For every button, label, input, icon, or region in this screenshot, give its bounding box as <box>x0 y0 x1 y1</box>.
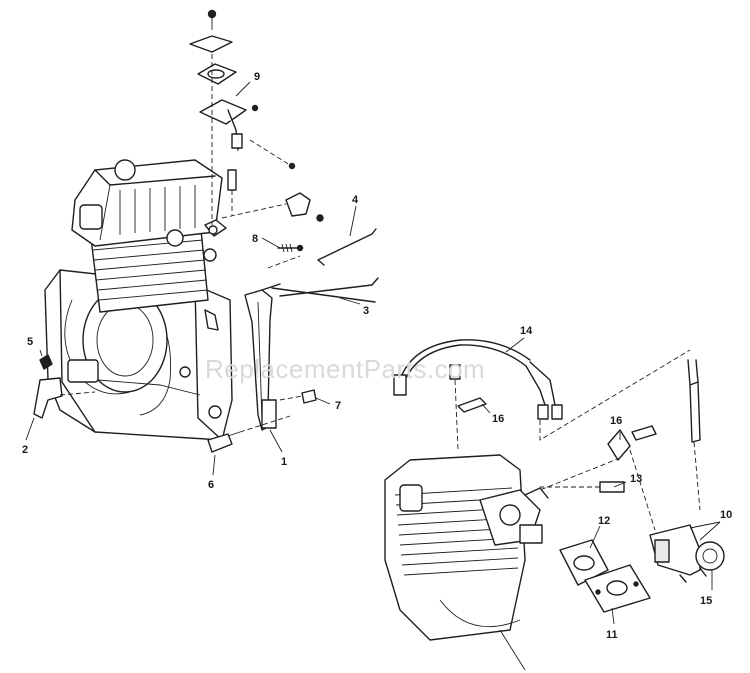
label-part-14: 14 <box>520 325 533 337</box>
small-parts-left <box>33 354 317 453</box>
label-part-6: 6 <box>208 479 214 491</box>
engine-block-right <box>384 454 549 671</box>
label-part-3: 3 <box>363 305 369 317</box>
label-part-15: 15 <box>700 595 712 607</box>
solenoid-assembly <box>649 524 725 583</box>
watermark-text: ReplacementParts.com <box>205 354 485 384</box>
label-part-11: 11 <box>606 629 618 641</box>
label-part-16-upper: 16 <box>492 413 504 425</box>
label-part-2: 2 <box>22 444 28 456</box>
governor-stack-part-9 <box>189 9 296 237</box>
label-part-12: 12 <box>598 515 610 527</box>
mounting-bracket <box>221 192 324 222</box>
label-part-9: 9 <box>254 71 260 83</box>
label-part-16-lower: 16 <box>610 415 622 427</box>
connectors-and-clips <box>449 364 657 531</box>
label-part-13: 13 <box>630 473 642 485</box>
label-part-5: 5 <box>27 336 33 348</box>
label-part-1: 1 <box>281 456 287 468</box>
wire-harness <box>393 339 701 511</box>
throttle-linkage <box>267 228 379 303</box>
spring-part-8 <box>277 243 304 253</box>
part-number-labels: 9 4 8 3 5 7 2 1 6 14 16 16 13 12 10 15 1… <box>22 71 732 641</box>
label-part-7: 7 <box>335 400 341 412</box>
label-part-8: 8 <box>252 233 258 245</box>
label-part-10: 10 <box>720 509 732 521</box>
governor-lever <box>244 283 281 431</box>
gasket-and-flange <box>559 539 651 613</box>
label-part-4: 4 <box>352 194 359 206</box>
leader-lines <box>25 81 721 625</box>
engine-block-left <box>44 159 233 441</box>
